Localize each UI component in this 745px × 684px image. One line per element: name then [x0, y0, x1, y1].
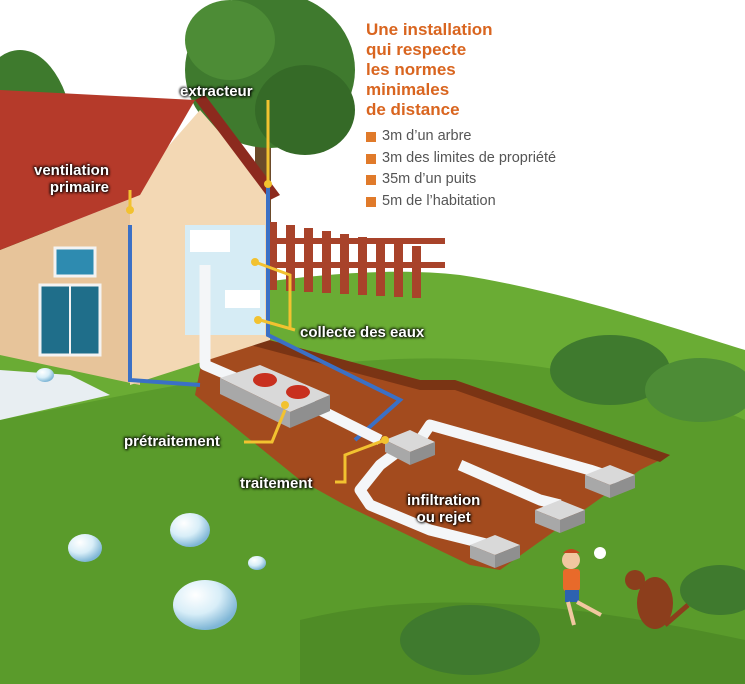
distance-norms-box: Une installation qui respecte les normes… [366, 20, 566, 214]
norms-list: 3m d’un arbre 3m des limites de propriét… [366, 128, 566, 210]
dog-figure [625, 570, 690, 629]
pretreatment-tank [220, 365, 330, 428]
house [0, 90, 280, 420]
leader-dots [126, 180, 389, 444]
label-infiltration-line1: infiltration [407, 492, 481, 509]
norm-text: 35m d’un puits [382, 171, 477, 187]
bullet-square-icon [366, 175, 376, 185]
norm-item: 3m d’un arbre [366, 128, 566, 146]
label-collecte-des-eaux: collecte des eaux [300, 324, 425, 341]
label-infiltration-line2: ou rejet [416, 509, 471, 526]
norm-item: 3m des limites de propriété [366, 150, 566, 168]
label-ventilation-line2: primaire [49, 179, 110, 196]
tree-top-center [185, 0, 355, 230]
norm-text: 3m des limites de propriété [382, 149, 557, 166]
fence [265, 222, 445, 298]
label-ventilation-line1: ventilation [34, 162, 110, 179]
bullet-square-icon [366, 153, 376, 164]
label-traitement: traitement [240, 475, 313, 492]
norms-title-line: minimales [366, 80, 450, 99]
bullet-square-icon [366, 132, 376, 142]
bullet-square-icon [366, 196, 376, 207]
label-extracteur: extracteur [180, 83, 253, 100]
norm-item: 5m de l’habitation [366, 193, 566, 211]
infiltration-boxes [470, 465, 635, 568]
bushes-right [400, 335, 745, 675]
norm-item: 35m d’un puits [366, 171, 566, 189]
norms-title: Une installation qui respecte les normes… [366, 20, 566, 120]
ventilation-pipes [128, 185, 404, 442]
norm-text: 5m de l’habitation [382, 192, 496, 209]
norms-title-line: les normes [366, 60, 456, 79]
leader-lines [128, 100, 386, 484]
norms-title-line: qui respecte [366, 40, 467, 59]
distribution-box [385, 430, 435, 465]
norm-text: 3m d’un arbre [382, 128, 472, 144]
norms-title-line: Une installation [366, 20, 493, 39]
label-ventilation-primaire: ventilation primaire [34, 162, 109, 196]
boy-figure [562, 547, 606, 626]
label-infiltration-ou-rejet: infiltration ou rejet [407, 492, 480, 526]
label-pretraitement: prétraitement [124, 433, 220, 450]
water-drops [36, 368, 266, 630]
norms-title-line: de distance [366, 100, 460, 119]
